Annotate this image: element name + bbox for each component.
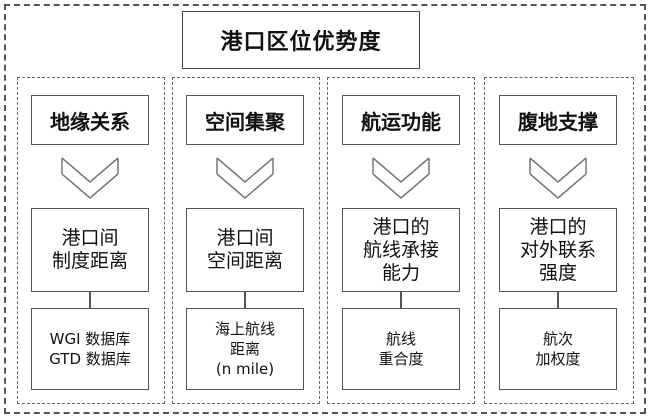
diagram-title: 港口区位优势度 xyxy=(182,11,420,69)
column-4-bottom: 航次 加权度 xyxy=(499,308,617,390)
chevron-down-icon xyxy=(61,157,119,199)
column-3-bottom: 航线 重合度 xyxy=(342,308,460,390)
connector-line xyxy=(244,292,246,308)
column-2-bottom: 海上航线 距离 (n mile) xyxy=(186,308,304,390)
column-3-head: 航运功能 xyxy=(342,95,460,145)
column-4-head: 腹地支撑 xyxy=(499,95,617,145)
column-1-middle: 港口间 制度距离 xyxy=(31,208,149,292)
chevron-down-icon xyxy=(529,157,587,199)
column-1-head: 地缘关系 xyxy=(31,95,149,145)
column-4-middle: 港口的 对外联系 强度 xyxy=(499,208,617,292)
column-3-middle: 港口的 航线承接 能力 xyxy=(342,208,460,292)
column-frame-3 xyxy=(327,77,475,404)
column-frame-4 xyxy=(484,77,634,404)
connector-line xyxy=(557,292,559,308)
chevron-down-icon xyxy=(372,157,430,199)
column-2-head: 空间集聚 xyxy=(186,95,304,145)
outer-frame xyxy=(4,4,646,414)
chevron-down-icon xyxy=(216,157,274,199)
column-frame-2 xyxy=(172,77,320,404)
column-1-bottom: WGI 数据库 GTD 数据库 xyxy=(31,308,149,390)
column-2-middle: 港口间 空间距离 xyxy=(186,208,304,292)
connector-line xyxy=(400,292,402,308)
connector-line xyxy=(89,292,91,308)
column-frame-1 xyxy=(17,77,165,404)
